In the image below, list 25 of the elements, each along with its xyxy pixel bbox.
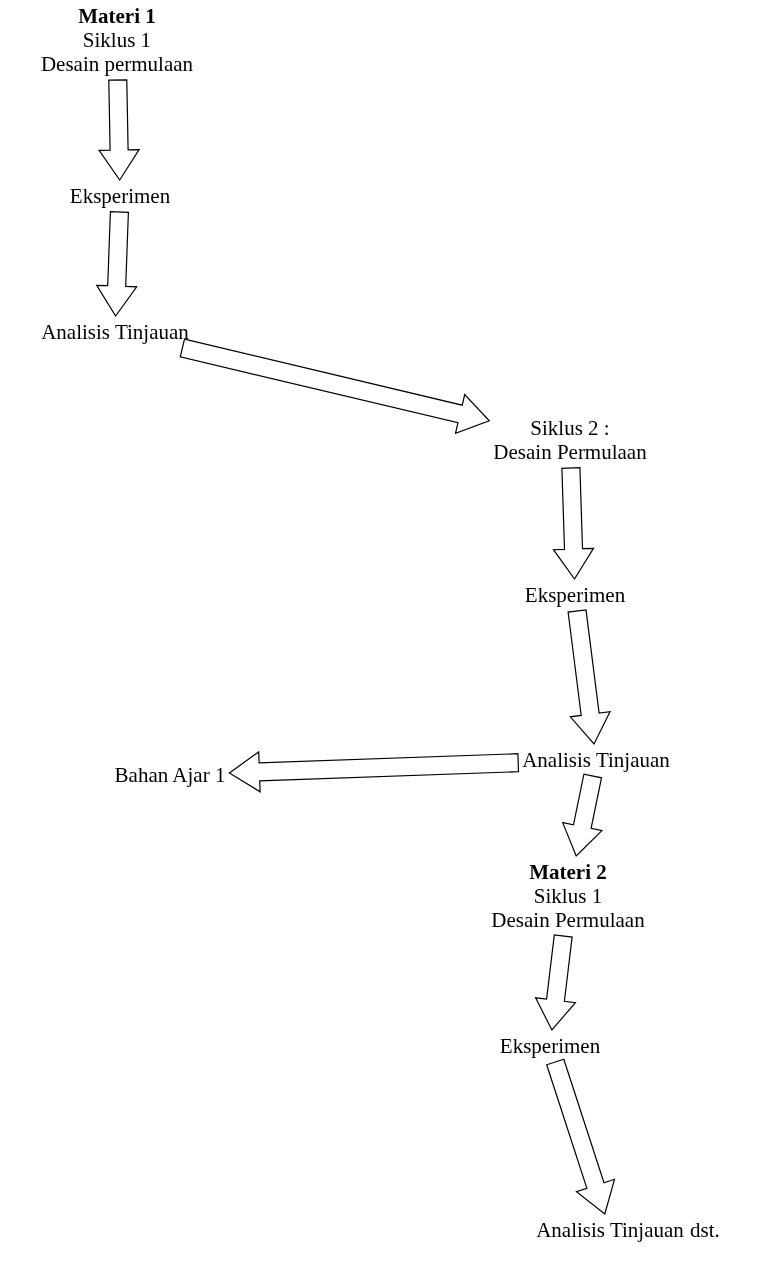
block-arrow bbox=[97, 79, 141, 182]
block-arrow bbox=[179, 338, 491, 435]
note-text: dst. bbox=[690, 1218, 720, 1242]
section-heading: Materi 1 bbox=[77, 4, 157, 28]
step-text: Analisis Tinjauan bbox=[536, 1218, 684, 1242]
step-text: Analisis Tinjauan bbox=[522, 748, 670, 772]
step-text: Desain Permulaan bbox=[493, 440, 647, 464]
step-text: Eksperimen bbox=[69, 184, 171, 208]
block-arrow bbox=[561, 773, 604, 858]
block-arrow bbox=[95, 211, 138, 318]
step-text: Siklus 1 bbox=[81, 28, 153, 52]
block-arrow bbox=[552, 467, 595, 581]
block-arrow bbox=[567, 609, 612, 746]
step-text: Desain Permulaan bbox=[491, 908, 645, 932]
step-text: Desain permulaan bbox=[40, 52, 194, 76]
step-text: Siklus 1 bbox=[532, 884, 604, 908]
step-text: Eksperimen bbox=[524, 583, 626, 607]
step-text: Bahan Ajar 1 bbox=[114, 763, 226, 787]
step-text: Eksperimen bbox=[499, 1034, 601, 1058]
block-arrow bbox=[545, 1058, 616, 1216]
block-arrow bbox=[228, 750, 520, 793]
step-text: Siklus 2 : bbox=[529, 416, 611, 440]
section-heading: Materi 2 bbox=[528, 860, 608, 884]
step-text: Analisis Tinjauan bbox=[41, 320, 189, 344]
block-arrow bbox=[534, 934, 577, 1032]
